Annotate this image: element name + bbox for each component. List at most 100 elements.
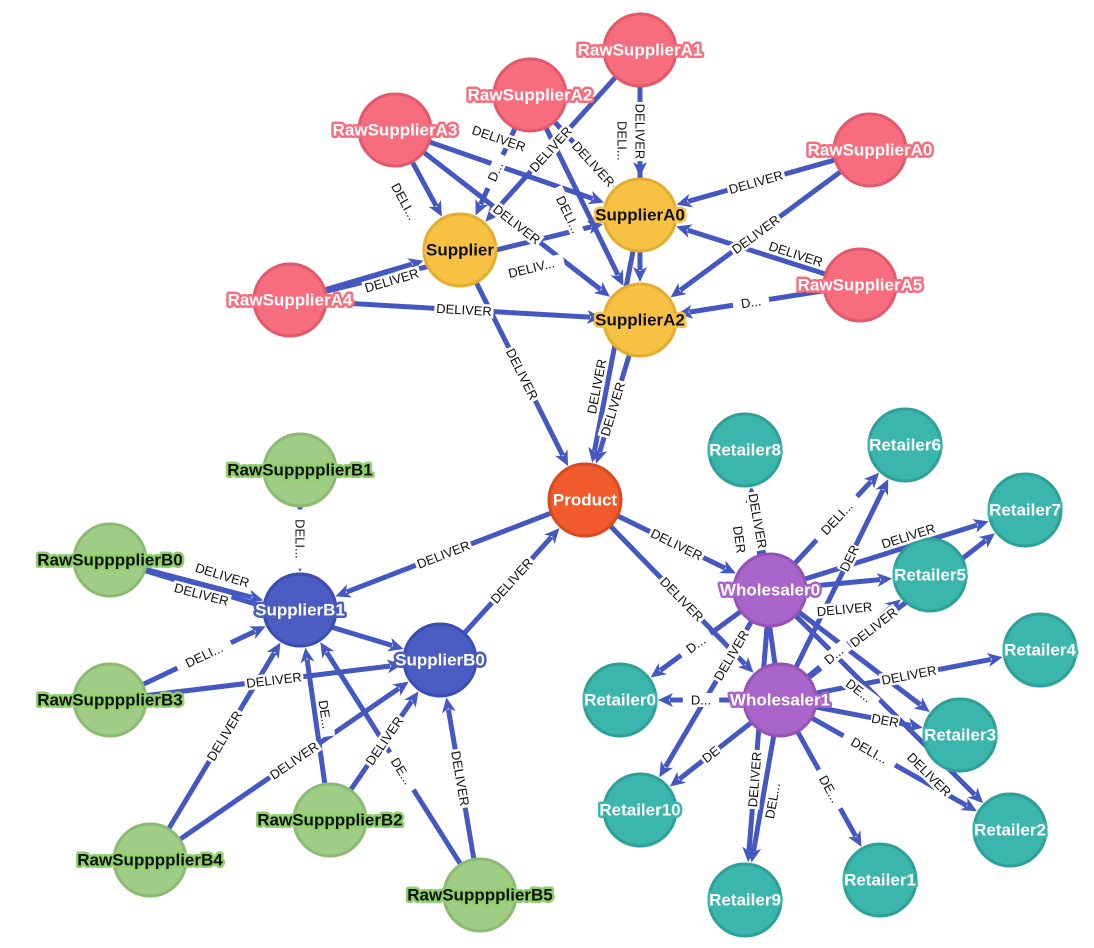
node-circle[interactable]: [742, 662, 818, 738]
edge-line[interactable]: [543, 126, 621, 277]
node-circle[interactable]: [602, 282, 678, 358]
node-circle[interactable]: [922, 697, 998, 773]
node-circle[interactable]: [492, 57, 568, 133]
node-label[interactable]: RawSupplierA1: [575, 38, 705, 62]
edge-label-background: [615, 111, 629, 171]
edge-deliver[interactable]: [797, 609, 930, 712]
edge-label-background: [361, 712, 407, 770]
node-label[interactable]: SupplierB1: [253, 598, 348, 622]
node-label[interactable]: Retailer9: [707, 888, 784, 912]
edge-deliver[interactable]: [676, 224, 827, 277]
edge-deliver[interactable]: [803, 519, 989, 582]
edge-deliver[interactable]: [428, 139, 605, 205]
node-label[interactable]: Retailer5: [892, 563, 969, 587]
node-label[interactable]: Retailer8: [707, 438, 784, 462]
node-label[interactable]: Retailer1: [842, 868, 919, 892]
node-circle[interactable]: [707, 862, 783, 938]
node-circle[interactable]: [602, 177, 678, 253]
node-label[interactable]: SupplierA2: [593, 308, 688, 332]
edge-line[interactable]: [751, 735, 777, 852]
node-label[interactable]: Product: [550, 488, 620, 512]
edge-line[interactable]: [592, 249, 636, 452]
node-circle[interactable]: [292, 782, 368, 858]
node-circle[interactable]: [72, 522, 148, 598]
edge-label-background: [846, 603, 902, 651]
node-circle[interactable]: [987, 472, 1063, 548]
edge-line[interactable]: [746, 625, 770, 851]
node-circle[interactable]: [252, 262, 328, 338]
node-label[interactable]: Supplier: [423, 238, 496, 262]
node-label[interactable]: RawSupplierA0: [805, 138, 935, 162]
edge-label: DELIVER: [816, 599, 873, 619]
node-label[interactable]: RawSupppplierB3: [35, 688, 185, 712]
edge-label-background: [468, 122, 530, 155]
node-label[interactable]: Retailer3: [922, 723, 999, 747]
node-label[interactable]: RawSupplierA4: [225, 288, 355, 312]
edge-line[interactable]: [805, 577, 881, 590]
arrow-head-icon: [677, 304, 694, 319]
node-circle[interactable]: [402, 622, 478, 698]
edge-line[interactable]: [304, 659, 328, 785]
node-label[interactable]: Retailer0: [582, 688, 659, 712]
edge-line[interactable]: [686, 227, 827, 277]
node-label[interactable]: RawSupplierA2: [465, 83, 595, 107]
node-circle[interactable]: [602, 12, 678, 88]
edge-deliver[interactable]: [409, 160, 442, 217]
edge-deliver[interactable]: [742, 625, 770, 863]
arrow-head-icon: [387, 637, 404, 652]
arrow-head-icon: [875, 479, 889, 496]
node-label[interactable]: Wholesaler1: [727, 688, 832, 712]
edge-label: DELI...: [615, 121, 630, 161]
node-circle[interactable]: [72, 662, 148, 738]
node-label[interactable]: Retailer10: [597, 798, 683, 822]
edge-label-background: [171, 580, 232, 609]
edge-line[interactable]: [409, 160, 439, 208]
edge-deliver[interactable]: [747, 735, 777, 863]
node-label[interactable]: Retailer4: [1002, 638, 1079, 662]
node-circle[interactable]: [822, 247, 898, 323]
node-label[interactable]: RawSupppplierB5: [405, 883, 555, 907]
edge-line[interactable]: [803, 522, 979, 582]
node-label[interactable]: RawSupppplierB2: [255, 808, 405, 832]
node-label[interactable]: SupplierA0: [593, 203, 688, 227]
edge-line[interactable]: [793, 488, 886, 669]
node-label[interactable]: SupplierB0: [393, 648, 488, 672]
node-circle[interactable]: [867, 407, 943, 483]
node-label[interactable]: Retailer7: [987, 498, 1064, 522]
node-circle[interactable]: [112, 822, 188, 898]
edge-deliver[interactable]: [300, 647, 328, 785]
edge-deliver[interactable]: [588, 249, 636, 463]
node-circle[interactable]: [842, 842, 918, 918]
node-label[interactable]: RawSupppplierB4: [75, 848, 226, 872]
node-circle[interactable]: [707, 412, 783, 488]
node-label[interactable]: RawSupplierA3: [330, 118, 460, 142]
node-circle[interactable]: [602, 772, 678, 848]
arrow-head-icon: [266, 642, 281, 660]
arrow-head-icon: [246, 589, 264, 604]
arrow-head-icon: [876, 572, 893, 587]
node-label[interactable]: Retailer2: [972, 818, 1049, 842]
node-circle[interactable]: [972, 792, 1048, 868]
edge-deliver[interactable]: [543, 126, 624, 286]
node-label[interactable]: Retailer6: [867, 433, 944, 457]
node-circle[interactable]: [442, 857, 518, 933]
edge-line[interactable]: [428, 139, 594, 201]
edge-line[interactable]: [797, 609, 922, 707]
node-circle[interactable]: [262, 432, 338, 508]
node-circle[interactable]: [732, 552, 808, 628]
node-circle[interactable]: [262, 572, 338, 648]
node-label[interactable]: RawSupplierA5: [795, 273, 925, 297]
node-circle[interactable]: [582, 662, 658, 738]
node-circle[interactable]: [892, 537, 968, 613]
node-circle[interactable]: [1002, 612, 1078, 688]
node-circle[interactable]: [422, 212, 498, 288]
edge-deliver[interactable]: [793, 479, 889, 669]
edge-deliver[interactable]: [805, 572, 893, 590]
node-circle[interactable]: [547, 462, 623, 538]
node-label[interactable]: RawSupppplierB1: [225, 458, 375, 482]
node-circle[interactable]: [357, 92, 433, 168]
node-label[interactable]: RawSupppplierB0: [35, 548, 185, 572]
node-circle[interactable]: [832, 112, 908, 188]
node-label[interactable]: Wholesaler0: [717, 578, 822, 602]
